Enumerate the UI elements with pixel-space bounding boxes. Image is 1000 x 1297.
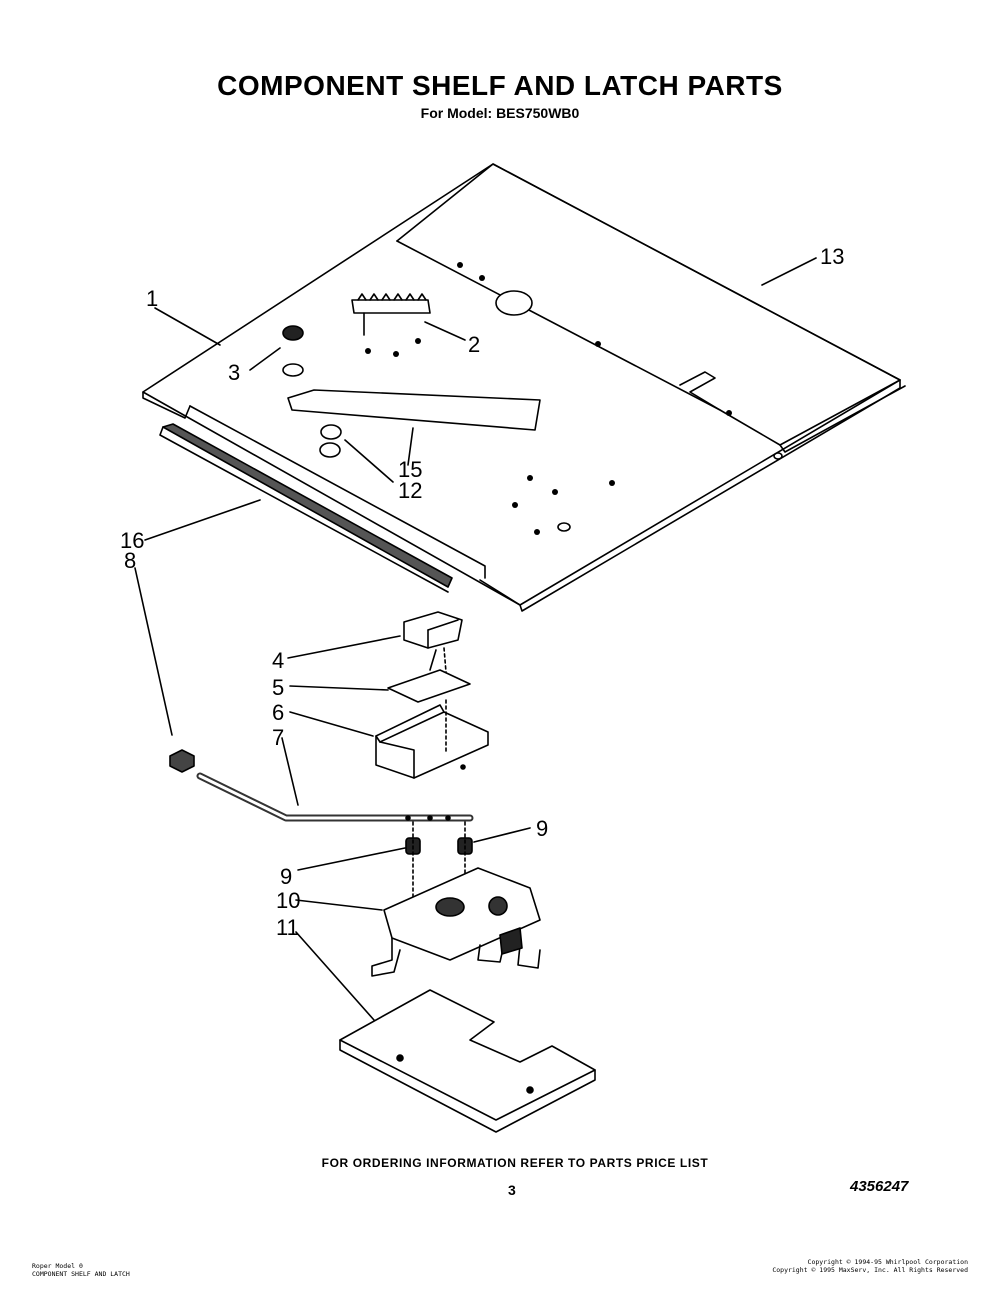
callout-4: 4 [272, 648, 284, 673]
latch-bumper [169, 749, 195, 773]
callout-11: 11 [276, 915, 299, 940]
footer-left-line2: COMPONENT SHELF AND LATCH [32, 1270, 130, 1278]
callout-7: 7 [272, 725, 284, 750]
document-number: 4356247 [850, 1178, 909, 1195]
clip-lower [319, 442, 341, 458]
terminal-strip [351, 293, 431, 336]
ordering-note: FOR ORDERING INFORMATION REFER TO PARTS … [321, 1156, 709, 1170]
page-title: COMPONENT SHELF AND LATCH PARTS [217, 70, 783, 101]
footer-right: Copyright © 1994-95 Whirlpool Corporatio… [772, 1258, 968, 1274]
leader-lines [134, 257, 817, 1021]
callout-8: 8 [124, 548, 136, 573]
footer-left-line1: Roper Model 0 [32, 1262, 83, 1270]
callout-6: 6 [272, 700, 284, 725]
footer-left: Roper Model 0 COMPONENT SHELF AND LATCH [32, 1262, 130, 1278]
callout-15: 15 [398, 457, 422, 482]
page-number: 3 [508, 1182, 516, 1198]
shelf-rail [159, 423, 453, 593]
model-subtitle: For Model: BES750WB0 [420, 105, 580, 121]
callout-9: 9 [280, 864, 292, 889]
component-shelf [142, 163, 906, 612]
latch-assembly [371, 867, 541, 977]
callout-16: 16 [120, 528, 144, 553]
clip-upper [320, 424, 342, 440]
callout-1: 1 [146, 286, 158, 311]
switch-bracket [375, 699, 489, 779]
switch-insulator [387, 669, 471, 703]
callout-12: 12 [398, 478, 422, 503]
callout-13: 13 [820, 244, 844, 269]
latch-rod [196, 772, 474, 822]
latch-base-plate [339, 989, 596, 1133]
footer-right-line2: Copyright © 1995 MaxServ, Inc. All Right… [772, 1266, 968, 1274]
callout-2: 2 [468, 332, 480, 357]
callout-10: 10 [276, 888, 300, 913]
footer-right-line1: Copyright © 1994-95 Whirlpool Corporatio… [807, 1258, 968, 1266]
insulation-strip [287, 389, 541, 431]
callout-5: 5 [272, 675, 284, 700]
grommet [282, 325, 304, 377]
latch-switch [403, 611, 463, 673]
callout-9: 9 [536, 816, 548, 841]
callout-3: 3 [228, 360, 240, 385]
